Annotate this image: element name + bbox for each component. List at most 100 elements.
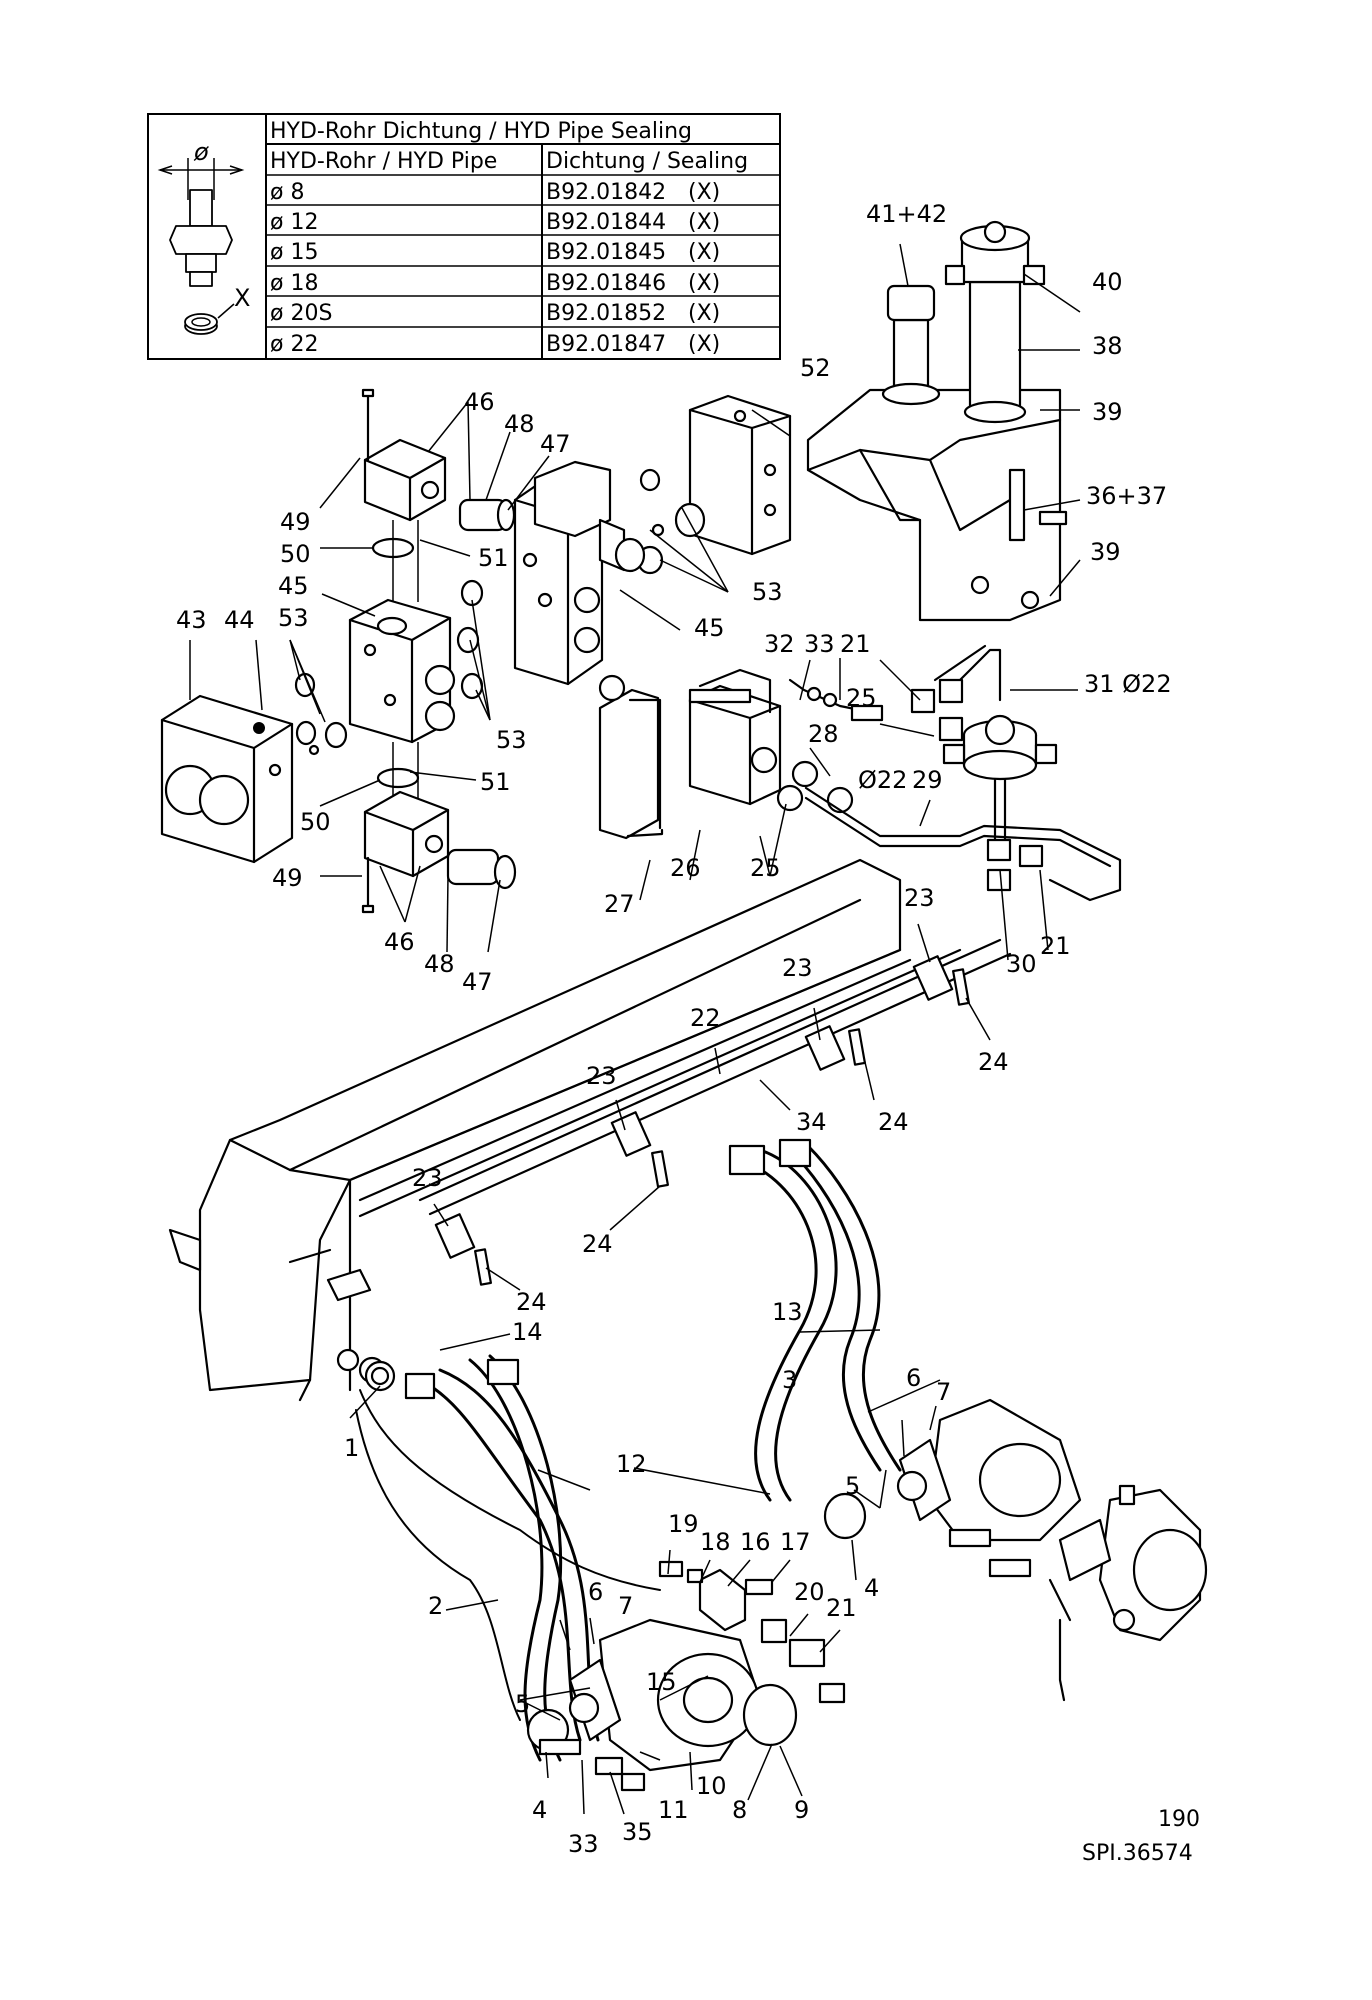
main-beam-console [168, 858, 962, 1402]
callout-52: 52 [800, 354, 831, 382]
table-row-mark: (X) [688, 240, 720, 265]
callout-1: 1 [344, 1434, 359, 1462]
callout-17: 17 [780, 1528, 811, 1556]
pipe-sealing-table: HYD-Rohr Dichtung / HYD Pipe Sealing HYD… [147, 113, 781, 360]
callout-21: 21 [826, 1594, 857, 1622]
callout-50: 50 [300, 808, 331, 836]
callout-19: 19 [668, 1510, 699, 1538]
pump-right [896, 1398, 1208, 1702]
callout-23: 23 [782, 954, 813, 982]
callout-28: 28 [808, 720, 839, 748]
callout-15: 15 [646, 1668, 677, 1696]
table-row-pipe: ø 20S [270, 301, 332, 326]
valve-block-45 [348, 598, 456, 744]
callout-39: 39 [1092, 398, 1123, 426]
pipe-rail-22-34 [418, 938, 1012, 1286]
callout-10: 10 [696, 1772, 727, 1800]
callout-47: 47 [462, 968, 493, 996]
callout-33: 33 [804, 630, 835, 658]
callout-32: 32 [764, 630, 795, 658]
callout-51: 51 [478, 544, 509, 572]
diameter-symbol: ø [193, 138, 209, 166]
callout-4: 4 [864, 1574, 879, 1602]
callout-7: 7 [618, 1592, 633, 1620]
table-row-pipe: ø 15 [270, 240, 318, 265]
callout-26: 26 [670, 854, 701, 882]
table-row-seal: B92.01852 [546, 301, 666, 326]
callout-31: 31 Ø22 [1084, 670, 1172, 698]
table-row-seal: B92.01842 [546, 180, 666, 205]
callout-16: 16 [740, 1528, 771, 1556]
callout-23: 23 [904, 884, 935, 912]
callout-34: 34 [796, 1108, 827, 1136]
callout-5: 5 [515, 1690, 530, 1718]
pump-block-43 [160, 694, 294, 864]
callout-diameter-22: Ø22 [858, 766, 907, 794]
callout-25: 25 [750, 854, 781, 882]
callout-24: 24 [878, 1108, 909, 1136]
callout-53: 53 [496, 726, 527, 754]
callout-46: 46 [464, 388, 495, 416]
table-row-seal: B92.01847 [546, 332, 666, 357]
table-row-mark: (X) [688, 271, 720, 296]
table-row-pipe: ø 8 [270, 180, 304, 205]
callout-7: 7 [936, 1378, 951, 1406]
table-row-pipe: ø 12 [270, 210, 318, 235]
directional-valve-upper [513, 460, 646, 686]
callout-4: 4 [532, 1796, 547, 1824]
pipe-29 [804, 786, 1122, 902]
callout-5: 5 [845, 1472, 860, 1500]
o-rings-53-left [294, 672, 348, 756]
page-number: 190 [1158, 1807, 1200, 1832]
callout-6: 6 [588, 1578, 603, 1606]
callout-27: 27 [604, 890, 635, 918]
table-row-mark: (X) [688, 180, 720, 205]
callout-6: 6 [906, 1364, 921, 1392]
callout-23: 23 [412, 1164, 443, 1192]
callout-21: 21 [1040, 932, 1071, 960]
callout-53: 53 [752, 578, 783, 606]
callout-22: 22 [690, 1004, 721, 1032]
pump-lower [526, 1618, 798, 1792]
callout-35: 35 [622, 1818, 653, 1846]
callout-48: 48 [424, 950, 455, 978]
callout-50: 50 [280, 540, 311, 568]
callout-38: 38 [1092, 332, 1123, 360]
hose-3-13 [728, 1138, 902, 1540]
table-header-sealing: Dichtung / Sealing [546, 149, 748, 174]
table-row-mark: (X) [688, 301, 720, 326]
callout-46: 46 [384, 928, 415, 956]
callout-36-37: 36+37 [1086, 482, 1167, 510]
callout-24: 24 [516, 1288, 547, 1316]
callout-29: 29 [912, 766, 943, 794]
fitting-sketch: ø X [157, 138, 250, 335]
table-title: HYD-Rohr Dichtung / HYD Pipe Sealing [270, 119, 692, 144]
callout-21: 21 [840, 630, 871, 658]
callout-14: 14 [512, 1318, 543, 1346]
callout-45: 45 [278, 572, 309, 600]
solenoid-valve-lower [361, 790, 517, 914]
callout-20: 20 [794, 1578, 825, 1606]
table-row-mark: (X) [688, 332, 720, 357]
callout-44: 44 [224, 606, 255, 634]
callout-9: 9 [794, 1796, 809, 1824]
callout-51: 51 [480, 768, 511, 796]
callout-18: 18 [700, 1528, 731, 1556]
callout-43: 43 [176, 606, 207, 634]
solenoid-valve-upper [361, 388, 516, 532]
callout-11: 11 [658, 1796, 689, 1824]
callout-labels: 1 2 3 4 4 5 5 6 6 7 7 8 9 10 11 12 13 14… [176, 200, 1172, 1858]
seal-symbol: X [234, 284, 250, 312]
table-header-pipe: HYD-Rohr / HYD Pipe [270, 149, 497, 174]
callout-41-42: 41+42 [866, 200, 947, 228]
callout-48: 48 [504, 410, 535, 438]
leader-lines [189, 243, 1081, 1815]
callout-30: 30 [1006, 950, 1037, 978]
callout-40: 40 [1092, 268, 1123, 296]
callout-13: 13 [772, 1298, 803, 1326]
table-row-seal: B92.01846 [546, 271, 666, 296]
callout-39: 39 [1090, 538, 1121, 566]
manifold-26-27 [598, 668, 854, 840]
callout-53: 53 [278, 604, 309, 632]
o-ring-9 [742, 1683, 798, 1747]
